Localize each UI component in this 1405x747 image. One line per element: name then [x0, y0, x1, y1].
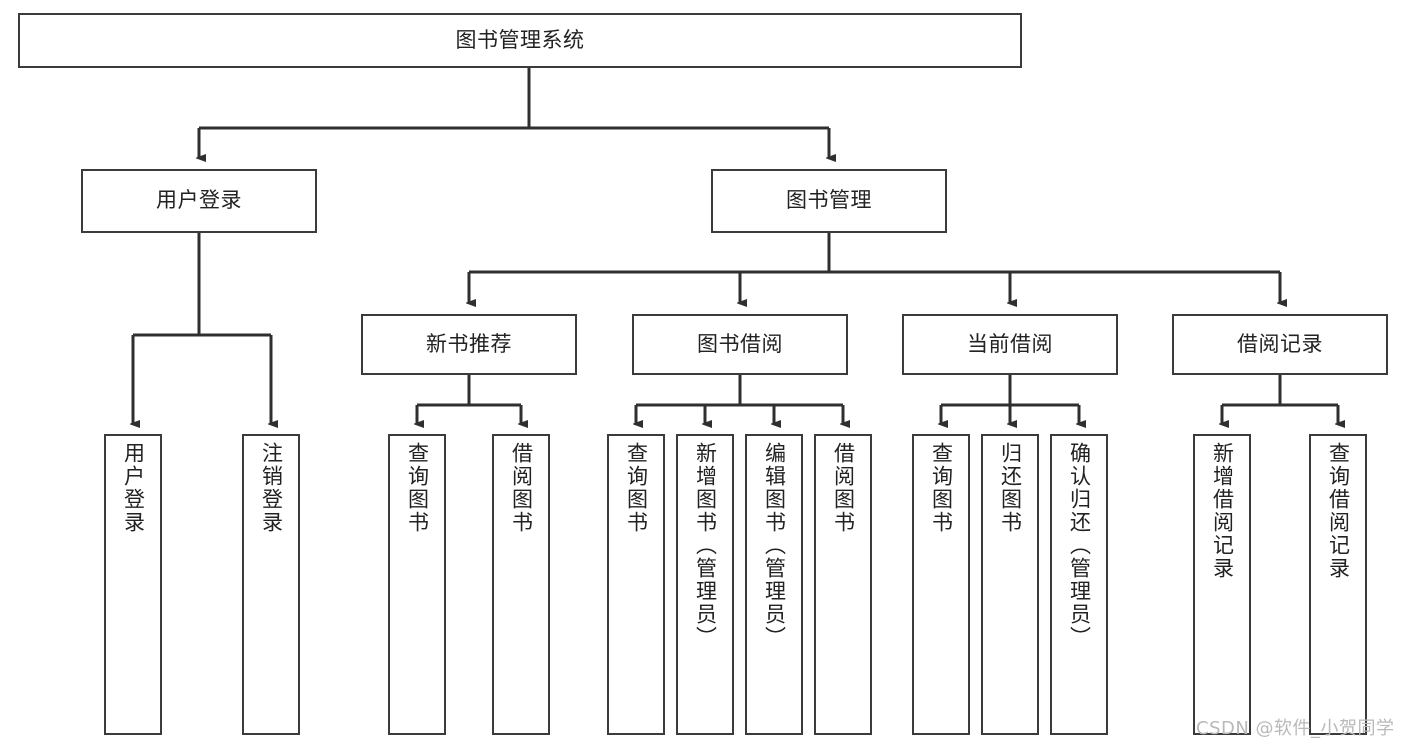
node-borrow-record-label: 借阅记录 [1237, 331, 1323, 356]
node-leaf-borrow-book-2-label: 借阅图书 [831, 442, 856, 534]
node-leaf-logout-login[interactable]: 注销登录 [242, 434, 300, 735]
node-leaf-return-book[interactable]: 归还图书 [981, 434, 1039, 735]
node-book-manage[interactable]: 图书管理 [711, 169, 947, 233]
node-leaf-query-book-2-label: 查询图书 [624, 442, 649, 534]
node-leaf-borrow-book-1-label: 借阅图书 [509, 442, 534, 534]
node-leaf-logout-login-label: 注销登录 [259, 442, 284, 534]
node-leaf-confirm-return-label: 确认归还（管理员） [1067, 442, 1092, 649]
node-leaf-query-book-3[interactable]: 查询图书 [912, 434, 970, 735]
node-book-borrow[interactable]: 图书借阅 [632, 314, 848, 375]
node-leaf-add-record-label: 新增借阅记录 [1210, 442, 1235, 580]
node-leaf-user-login[interactable]: 用户登录 [104, 434, 162, 735]
node-leaf-confirm-return[interactable]: 确认归还（管理员） [1050, 434, 1108, 735]
node-leaf-query-record[interactable]: 查询借阅记录 [1309, 434, 1367, 735]
node-current-borrow-label: 当前借阅 [967, 331, 1053, 356]
node-leaf-query-record-label: 查询借阅记录 [1326, 442, 1351, 580]
node-new-book-recommend-label: 新书推荐 [426, 331, 512, 356]
node-leaf-user-login-label: 用户登录 [121, 442, 146, 534]
node-leaf-add-book-label: 新增图书（管理员） [693, 442, 718, 649]
node-current-borrow[interactable]: 当前借阅 [902, 314, 1118, 375]
node-user-login-label: 用户登录 [156, 188, 242, 213]
node-book-manage-label: 图书管理 [786, 188, 872, 213]
node-leaf-return-book-label: 归还图书 [998, 442, 1023, 534]
node-leaf-query-book-3-label: 查询图书 [929, 442, 954, 534]
node-borrow-record[interactable]: 借阅记录 [1172, 314, 1388, 375]
node-user-login[interactable]: 用户登录 [81, 169, 317, 233]
node-leaf-query-book-1[interactable]: 查询图书 [388, 434, 446, 735]
node-book-borrow-label: 图书借阅 [697, 331, 783, 356]
node-leaf-add-book[interactable]: 新增图书（管理员） [676, 434, 734, 735]
node-leaf-query-book-2[interactable]: 查询图书 [607, 434, 665, 735]
node-leaf-edit-book-label: 编辑图书（管理员） [762, 442, 787, 649]
node-root-label: 图书管理系统 [455, 27, 585, 52]
node-leaf-add-record[interactable]: 新增借阅记录 [1193, 434, 1251, 735]
node-leaf-edit-book[interactable]: 编辑图书（管理员） [745, 434, 803, 735]
node-root[interactable]: 图书管理系统 [18, 13, 1022, 68]
node-leaf-query-book-1-label: 查询图书 [405, 442, 430, 534]
node-new-book-recommend[interactable]: 新书推荐 [361, 314, 577, 375]
node-leaf-borrow-book-2[interactable]: 借阅图书 [814, 434, 872, 735]
node-leaf-borrow-book-1[interactable]: 借阅图书 [492, 434, 550, 735]
